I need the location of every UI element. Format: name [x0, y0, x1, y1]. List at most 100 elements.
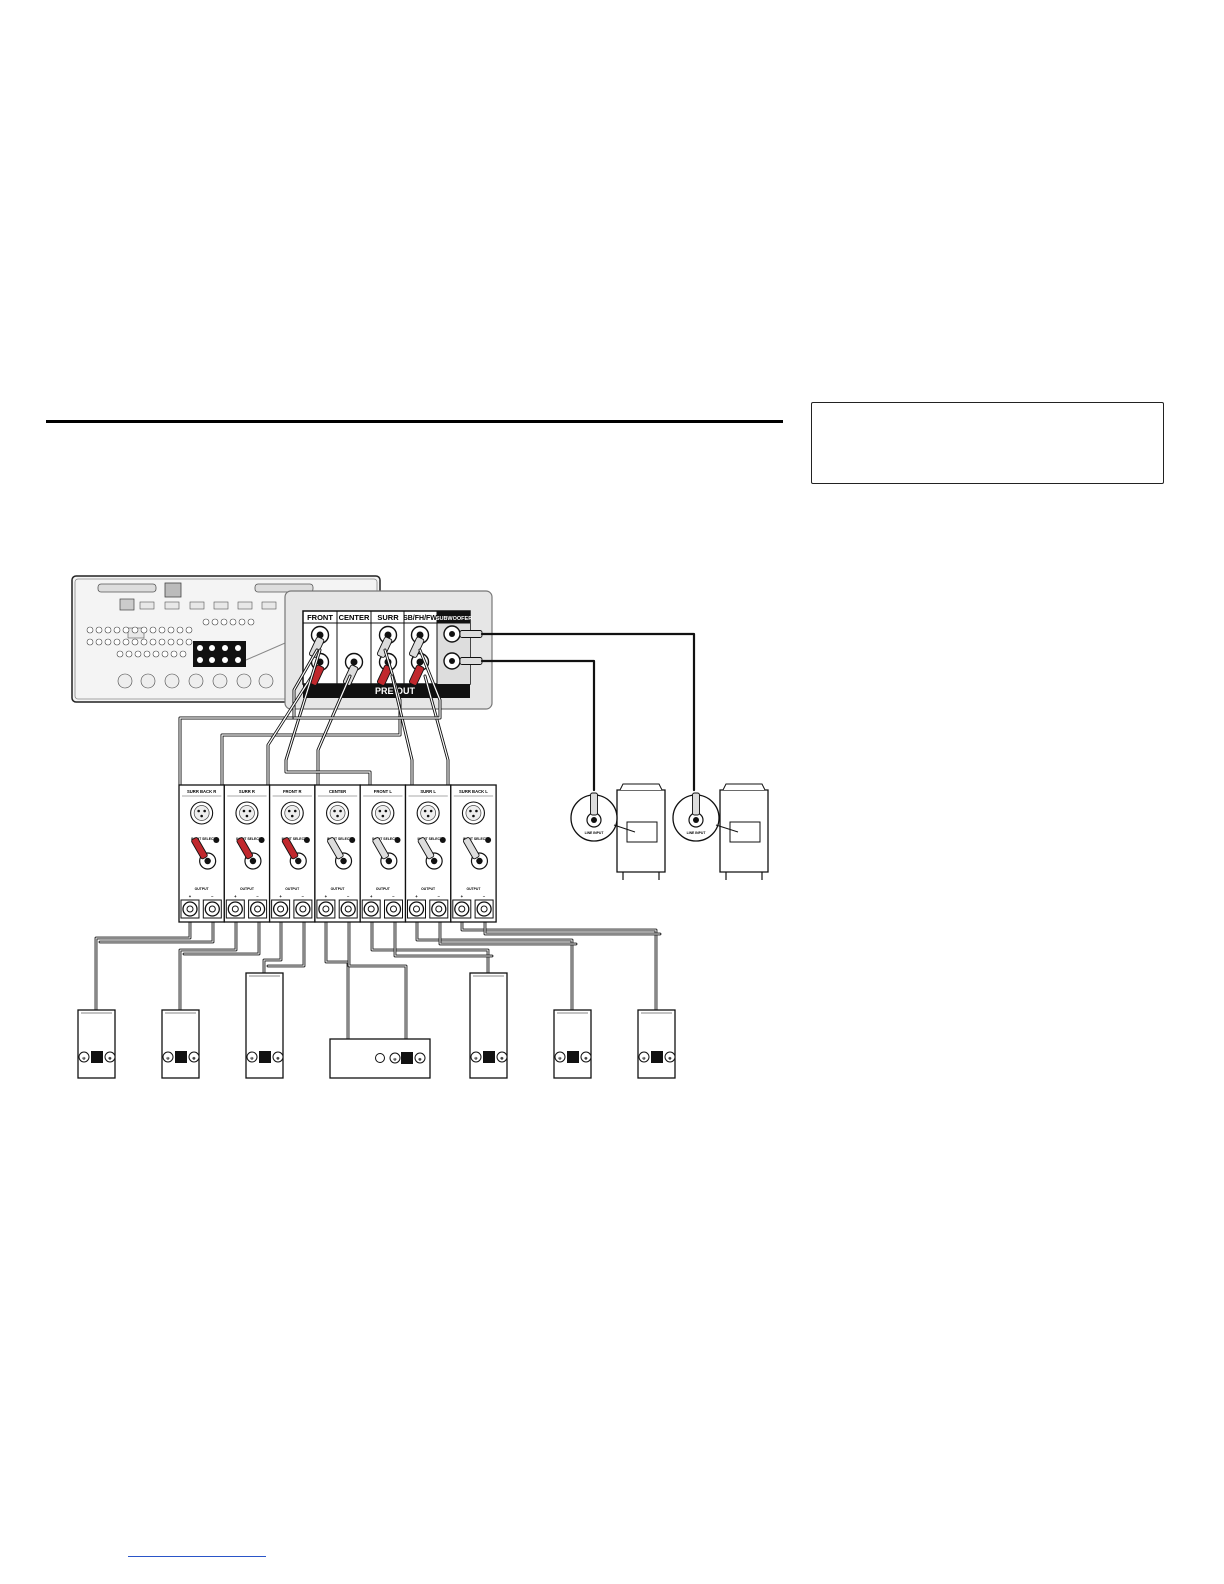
- receiver-jack: [113, 638, 121, 646]
- output-label: OUTPUT: [195, 887, 210, 891]
- xlr-pin: [475, 809, 478, 813]
- xlr-pin: [287, 809, 291, 813]
- negative-symbol: ⊖: [558, 1056, 562, 1061]
- negative-terminal: [470, 1051, 482, 1063]
- xlr-jack-inner: [465, 805, 482, 821]
- subwoofer-panel: [626, 821, 658, 843]
- xlr-pin: [429, 809, 433, 813]
- terminal-block: [567, 1051, 579, 1063]
- receiver-jack: [131, 638, 139, 646]
- speaker-front-r: ⊖⊕: [245, 972, 284, 1079]
- receiver-jack: [167, 626, 175, 634]
- binding-post-center: [299, 905, 307, 913]
- xlr-pin: [381, 814, 385, 818]
- footer-link-underline[interactable]: [128, 1556, 266, 1557]
- positive-symbol: ⊕: [418, 1057, 422, 1062]
- plus-label: +: [461, 894, 464, 899]
- xlr-pin: [378, 809, 382, 813]
- xlr-pin: [472, 814, 475, 818]
- speaker-cabinet: [637, 1009, 676, 1079]
- negative-terminal: [389, 1052, 401, 1064]
- negative-symbol: ⊖: [642, 1056, 646, 1061]
- select-switch: [439, 837, 446, 843]
- amp-name: SURR BACK R: [187, 789, 216, 794]
- receiver-jack: [140, 638, 148, 646]
- speaker-wire-2a-core: [179, 921, 237, 1046]
- binding-post-center: [458, 905, 466, 913]
- minus-label: −: [256, 894, 259, 899]
- rca-input-center: [476, 857, 483, 865]
- positive-symbol: ⊕: [668, 1056, 672, 1061]
- output-label: OUTPUT: [376, 887, 391, 891]
- receiver-jack: [113, 626, 121, 634]
- receiver-jack: [131, 626, 139, 634]
- xlr-pin: [333, 809, 336, 813]
- positive-symbol: ⊕: [192, 1056, 196, 1061]
- xlr-jack-inner: [375, 805, 391, 821]
- receiver-jack: [86, 626, 94, 634]
- amp-name: FRONT L: [374, 789, 393, 794]
- speaker-wire-7a-core: [461, 921, 657, 1046]
- terminal-block: [651, 1051, 663, 1063]
- input-select-label: INPUT SELECT: [282, 837, 307, 841]
- speaker-cabinet: [77, 1009, 116, 1079]
- input-select-label: INPUT SELECT: [463, 837, 488, 841]
- rca-jack-center: [350, 658, 358, 666]
- receiver-jack: [170, 650, 178, 658]
- label-sb-fh-fw: SB/FH/FW: [403, 615, 437, 622]
- binding-post-center: [435, 905, 443, 913]
- plus-label: +: [370, 894, 373, 899]
- xlr-pin: [245, 814, 249, 818]
- positive-terminal: [580, 1051, 592, 1063]
- xlr-pin: [248, 809, 252, 813]
- select-switch: [258, 837, 265, 843]
- subwoofer-top: [619, 783, 663, 791]
- negative-terminal: [554, 1051, 566, 1063]
- minus-label: −: [392, 894, 395, 899]
- xlr-pin: [384, 809, 388, 813]
- xlr-jack-inner: [329, 805, 346, 821]
- subwoofer-jack-center: [449, 658, 455, 664]
- sub-plug: [459, 657, 483, 665]
- minus-label: −: [483, 894, 486, 899]
- xlr-pin: [242, 809, 246, 813]
- positive-terminal: [414, 1052, 426, 1064]
- speaker-surr-l: ⊖⊕: [553, 1009, 592, 1079]
- minus-label: −: [211, 894, 214, 899]
- receiver-jack: [176, 626, 184, 634]
- minus-label: −: [438, 894, 441, 899]
- speaker-wire-7b: [483, 920, 662, 936]
- receiver-jack: [95, 626, 103, 634]
- speaker-wire-7b-core: [484, 921, 661, 935]
- rca-plug: [417, 837, 435, 860]
- binding-post-center: [208, 905, 216, 913]
- subwoofer-2: LINE INPUT: [672, 783, 769, 880]
- input-select-label: INPUT SELECT: [372, 837, 397, 841]
- receiver-jack: [211, 618, 219, 626]
- xlr-jack-inner: [193, 805, 210, 821]
- output-label: OUTPUT: [421, 887, 436, 891]
- rca-plug: [372, 837, 389, 860]
- xlr-pin: [469, 809, 472, 813]
- center-port: [375, 1053, 385, 1063]
- bubble-pointer: [715, 824, 739, 833]
- negative-symbol: ⊖: [166, 1056, 170, 1061]
- rca-jack-center: [416, 658, 424, 666]
- terminal-block: [259, 1051, 271, 1063]
- xlr-pin: [200, 814, 203, 818]
- subwoofer-jack-center: [449, 631, 455, 637]
- sub-input-plug: [692, 792, 700, 816]
- positive-terminal: [664, 1051, 676, 1063]
- receiver-jack: [158, 638, 166, 646]
- xlr-pin: [426, 814, 430, 818]
- negative-symbol: ⊖: [393, 1057, 397, 1062]
- input-select-label: INPUT SELECT: [236, 837, 261, 841]
- section-rule: [46, 420, 783, 423]
- label-surr: SURR: [377, 613, 399, 622]
- wire-sb-cross-core: [293, 649, 441, 719]
- terminal-block: [401, 1052, 413, 1064]
- speaker-wire-6a-core: [416, 921, 573, 1046]
- rca-plug: [408, 664, 425, 686]
